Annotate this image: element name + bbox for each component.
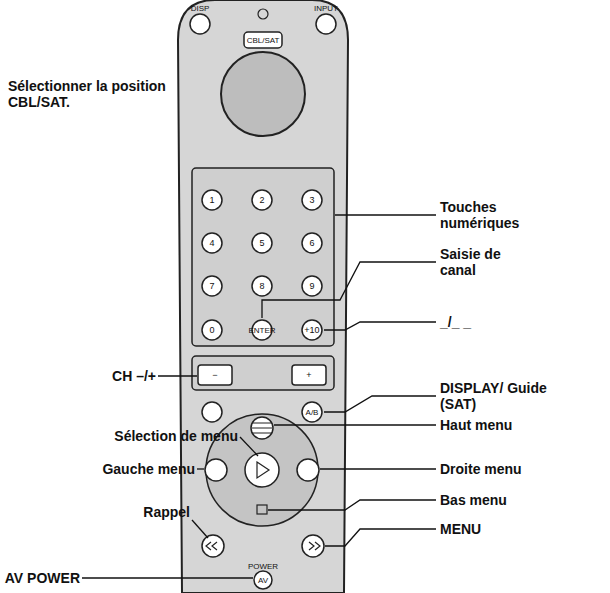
callout-label: Touches numériques xyxy=(440,199,540,231)
callout-label: Gauche menu xyxy=(102,461,195,477)
callout-label: Sélection de menu xyxy=(114,428,238,444)
button-label: AV xyxy=(258,576,268,585)
callout-label: Droite menu xyxy=(440,461,522,477)
callout-label: AV POWER xyxy=(5,570,80,586)
button-label: 5 xyxy=(259,239,264,248)
button-label: ENTER xyxy=(248,326,275,335)
button-label: + xyxy=(306,371,311,380)
button-label: 2 xyxy=(259,196,264,205)
callout-label: CH –/+ xyxy=(112,368,156,384)
callout-label: Bas menu xyxy=(440,492,507,508)
button-label: CBL/SAT xyxy=(247,36,280,45)
button-label: A/B xyxy=(306,408,319,417)
instruction-note: Sélectionner la position CBL/SAT. xyxy=(8,78,168,110)
button-label: − xyxy=(212,371,217,380)
button-label: +10 xyxy=(304,326,319,335)
button-label: 7 xyxy=(209,282,214,291)
button-label: 4 xyxy=(209,239,214,248)
button-label: 6 xyxy=(309,239,314,248)
button-label: DISP xyxy=(191,4,210,13)
leader-lines xyxy=(82,215,436,578)
callout-label: _/_ _ xyxy=(440,314,471,330)
callout-label: Saisie de canal xyxy=(440,246,540,278)
callout-label: Haut menu xyxy=(440,417,512,433)
button-label: 1 xyxy=(209,196,214,205)
button-label: 0 xyxy=(209,326,214,335)
callout-label: DISPLAY/ Guide (SAT) xyxy=(440,380,550,412)
callout-label: MENU xyxy=(440,521,481,537)
callout-label: Rappel xyxy=(143,504,190,520)
button-label: 3 xyxy=(309,196,314,205)
button-label: 8 xyxy=(259,282,264,291)
button-label: 9 xyxy=(309,282,314,291)
button-label: POWER xyxy=(248,562,278,571)
button-label: INPUT xyxy=(314,4,338,13)
